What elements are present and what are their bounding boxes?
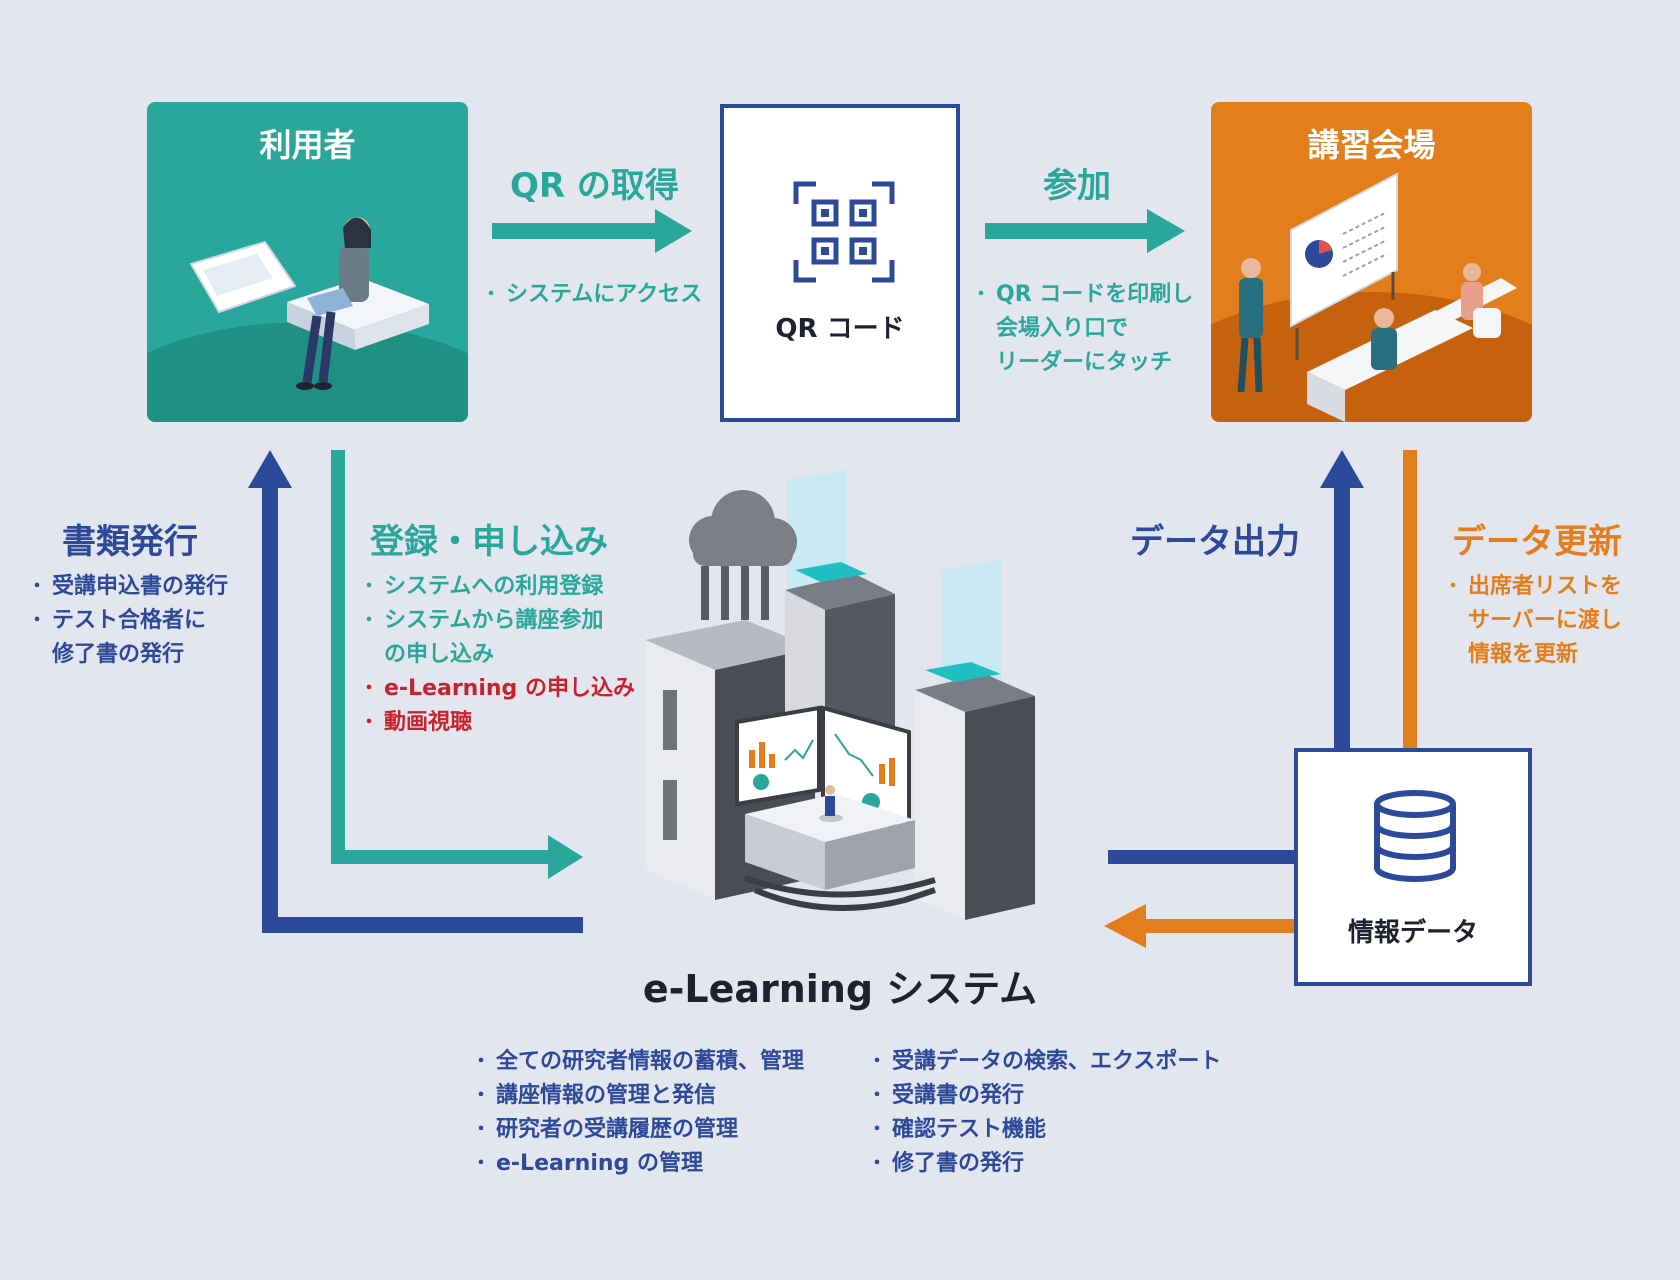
get-qr-label: QR の取得 — [510, 166, 679, 206]
register-highlight-note: 動画視聴 — [360, 706, 635, 740]
database-icon — [1374, 790, 1456, 882]
participate-note: 会場入り口で — [996, 316, 1129, 341]
features-left: 全ての研究者情報の蓄積、管理 講座情報の管理と発信 研究者の受講履歴の管理 e-… — [472, 1045, 804, 1181]
venue-illustration — [1211, 172, 1532, 422]
arrow-register — [331, 450, 583, 879]
data-update-notes: 出席者リストを サーバーに渡し 情報を更新 — [1444, 570, 1622, 672]
register-highlight-note: e-Learning の申し込み — [360, 672, 635, 706]
venue-title: 講習会場 — [1307, 126, 1436, 164]
participate-note: リーダーにタッチ — [996, 350, 1173, 375]
register-note: システムから講座参加 — [360, 604, 635, 638]
server-illustration — [645, 470, 1035, 920]
arrow-data-output — [1320, 450, 1364, 748]
issue-docs-note: 修了書の発行 — [52, 642, 185, 667]
venue-panel: 講習会場 — [1211, 102, 1532, 422]
qr-code-box: QR コード — [720, 104, 960, 422]
data-update-label: データ更新 — [1452, 522, 1622, 562]
register-note: システムへの利用登録 — [360, 570, 635, 604]
feature-item: 受講書の発行 — [868, 1079, 1221, 1113]
get-qr-notes: システムにアクセス — [482, 278, 702, 312]
user-illustration — [147, 217, 468, 422]
issue-docs-label: 書類発行 — [62, 522, 198, 562]
issue-docs-note: テスト合格者に — [28, 604, 228, 638]
info-data-box: 情報データ — [1294, 748, 1532, 986]
arrow-update-system — [1104, 904, 1296, 948]
feature-item: 講座情報の管理と発信 — [472, 1079, 804, 1113]
data-update-note: 情報を更新 — [1468, 642, 1579, 667]
register-label: 登録・申し込み — [370, 522, 608, 562]
qr-code-title: QR コード — [775, 314, 905, 344]
arrow-get-qr — [492, 209, 692, 253]
participate-notes: QR コードを印刷し 会場入り口で リーダーにタッチ — [972, 278, 1193, 380]
info-data-title: 情報データ — [1347, 918, 1478, 948]
issue-docs-note: 受講申込書の発行 — [28, 570, 228, 604]
data-update-note: 出席者リストを — [1444, 570, 1622, 604]
user-panel: 利用者 — [147, 102, 468, 422]
user-title: 利用者 — [259, 126, 356, 164]
register-note: の申し込み — [384, 642, 495, 667]
feature-item: 確認テスト機能 — [868, 1113, 1221, 1147]
data-update-note: サーバーに渡し — [1468, 608, 1622, 633]
qr-code-icon — [793, 181, 895, 283]
arrow-issue-docs — [248, 450, 583, 933]
register-notes: システムへの利用登録 システムから講座参加 の申し込み e-Learning の… — [360, 570, 635, 740]
system-title: e-Learning システム — [642, 967, 1038, 1011]
arrow-participate — [985, 209, 1185, 253]
feature-item: 修了書の発行 — [868, 1147, 1221, 1181]
feature-item: e-Learning の管理 — [472, 1147, 804, 1181]
features-right: 受講データの検索、エクスポート 受講書の発行 確認テスト機能 修了書の発行 — [868, 1045, 1221, 1181]
participate-label: 参加 — [1043, 166, 1111, 206]
feature-item: 受講データの検索、エクスポート — [868, 1045, 1221, 1079]
issue-docs-notes: 受講申込書の発行 テスト合格者に 修了書の発行 — [28, 570, 228, 672]
data-output-label: データ出力 — [1130, 522, 1300, 562]
feature-item: 研究者の受講履歴の管理 — [472, 1113, 804, 1147]
participate-note: QR コードを印刷し — [972, 278, 1193, 312]
get-qr-note: システムにアクセス — [482, 278, 702, 312]
feature-item: 全ての研究者情報の蓄積、管理 — [472, 1045, 804, 1079]
